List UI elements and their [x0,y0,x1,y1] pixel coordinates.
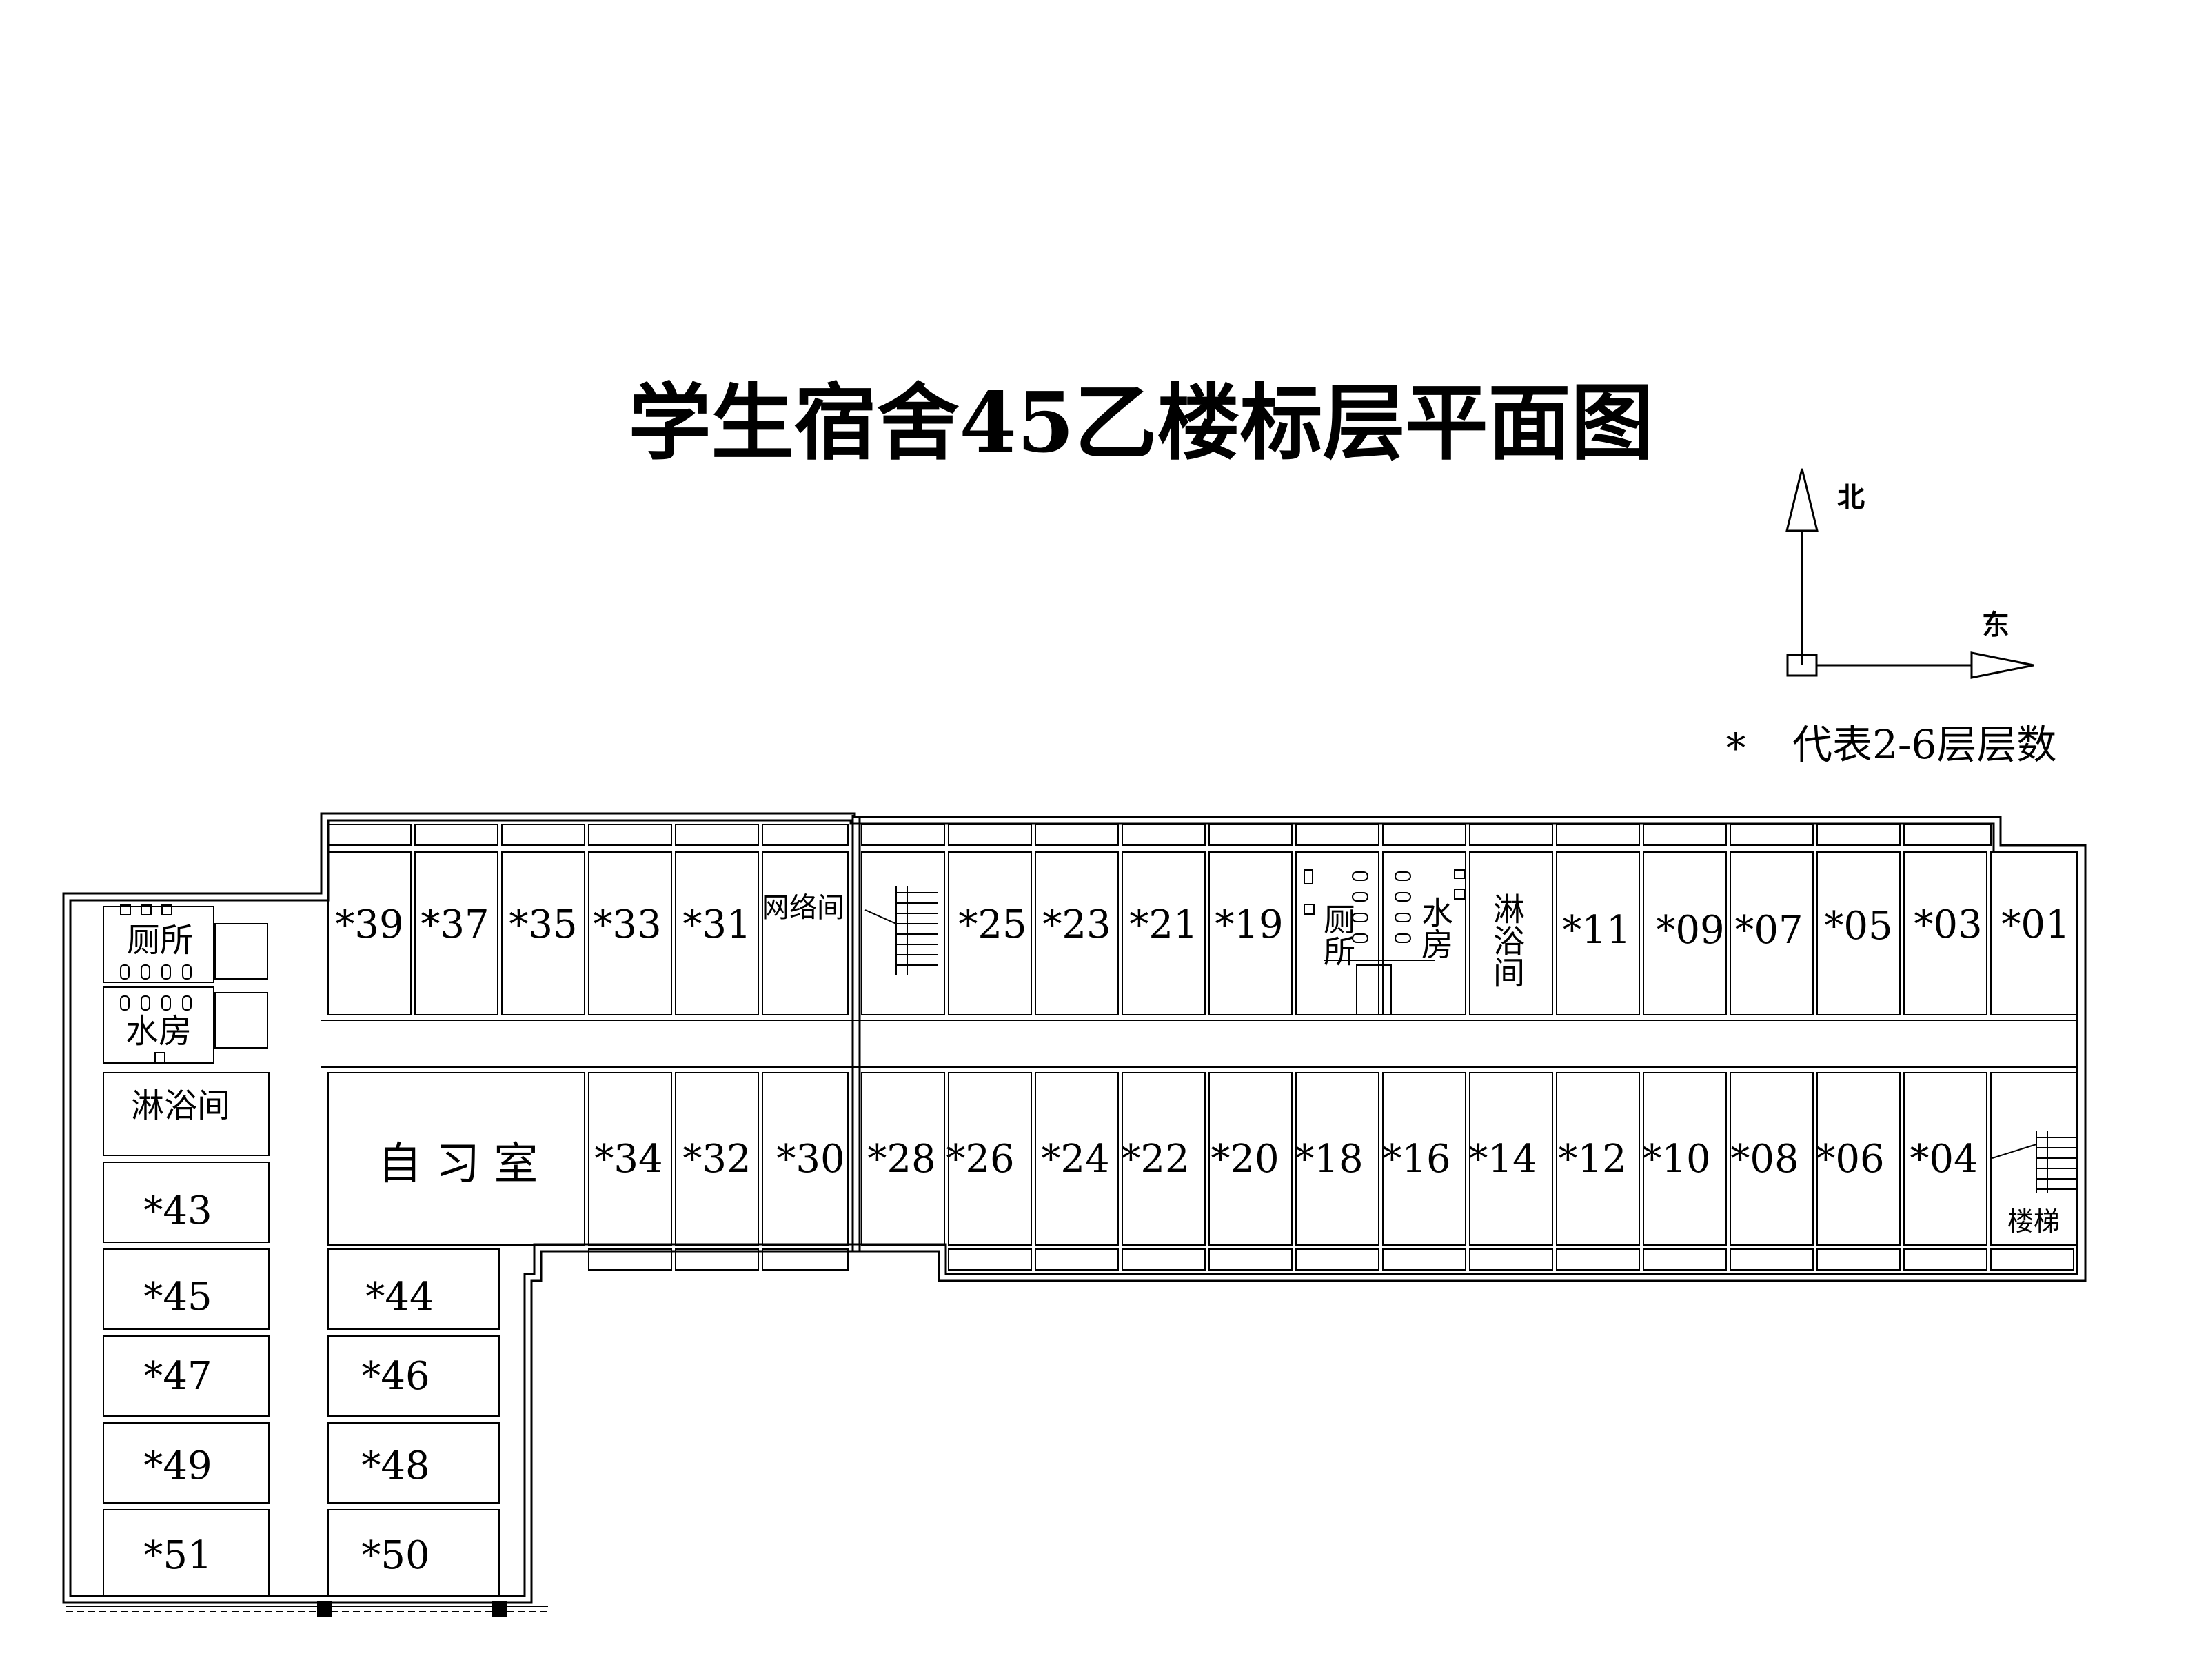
room-18: *18 [1295,1137,1363,1182]
room-34: *34 [594,1137,662,1182]
room-31: *31 [682,902,751,947]
room-04: *04 [1910,1137,1978,1182]
room-45: *45 [143,1275,212,1319]
room-06: *06 [1816,1137,1884,1182]
legend: * 代表2-6层层数 [1726,721,2057,771]
compass: 北 东 [1785,468,2034,679]
west-toilet-label: 厕所 [127,921,193,960]
page-title: 学生宿舍45乙楼标层平面图 [629,374,1654,472]
east-arrow-icon [1970,651,2034,679]
room-14: *14 [1468,1137,1537,1182]
room-51: *51 [143,1533,212,1578]
mid-washroom-label: 水房 [1417,896,1454,960]
room-48: *48 [361,1444,429,1488]
east-stair-label: 楼梯 [2007,1206,2060,1237]
west-shower-label: 淋浴间 [131,1086,230,1125]
room-01: *01 [2001,902,2069,947]
room-37: *37 [421,902,489,947]
room-35: *35 [509,902,577,947]
room-39: *39 [335,902,403,947]
room-09: *09 [1656,908,1724,953]
south-room-cells [327,1072,2078,1246]
room-08: *08 [1730,1137,1799,1182]
north-room-cells [321,851,2078,1068]
room-49: *49 [143,1444,212,1488]
north-balconies [327,824,1992,846]
room-25: *25 [958,902,1026,947]
south-balconies [588,1248,2074,1271]
room-28: *28 [867,1137,935,1182]
room-19: *19 [1215,902,1283,947]
mid-service-labels: 厕所 水房 淋浴间 [1319,893,1526,988]
north-room-labels: *39 *37 *35 *33 *31 *25 *23 *21 *19 *11 … [335,902,2069,953]
room-23: *23 [1042,902,1111,947]
room-47: *47 [143,1354,212,1399]
room-20: *20 [1211,1137,1279,1182]
room-50: *50 [361,1533,429,1578]
room-11: *11 [1562,908,1630,953]
west-wing-labels: *43 *45 *47 *49 *51 *44 *46 *48 *50 [143,1188,434,1578]
room-24: *24 [1041,1137,1109,1182]
legend-symbol: * [1726,725,1746,771]
room-26: *26 [946,1137,1014,1182]
network-room-label: 网络间 [762,892,844,924]
legend-text: 代表2-6层层数 [1792,721,2056,768]
room-16: *16 [1382,1137,1450,1182]
room-07: *07 [1734,908,1803,953]
mid-toilet-label: 厕所 [1319,903,1356,966]
west-washroom-label: 水房 [125,1012,192,1051]
room-46: *46 [361,1354,429,1399]
room-33: *33 [593,902,661,947]
west-wing-cells [103,904,500,1597]
room-43: *43 [143,1188,212,1233]
mid-shower-label: 淋浴间 [1488,893,1526,988]
room-30: *30 [776,1137,844,1182]
room-21: *21 [1129,902,1197,947]
mid-fixtures [1304,869,1465,1015]
study-room-label: 自 习 室 [378,1139,538,1190]
compass-east-label: 东 [1982,609,2009,641]
facility-labels: 网络间 厕所 水房 淋浴间 自 习 室 楼梯 [125,892,2060,1237]
compass-north-label: 北 [1837,481,1865,514]
room-10: *10 [1642,1137,1710,1182]
north-arrow-icon [1785,468,1819,532]
east-stair [1992,1131,2076,1193]
room-32: *32 [682,1137,751,1182]
south-room-labels: *34 *32 *30 *28 *26 *24 *22 *20 *18 *16 … [594,1137,1978,1182]
room-44: *44 [365,1275,434,1319]
room-12: *12 [1558,1137,1626,1182]
room-03: *03 [1914,902,1982,947]
room-22: *22 [1121,1137,1189,1182]
north-stair [864,886,938,975]
room-05: *05 [1824,904,1892,949]
